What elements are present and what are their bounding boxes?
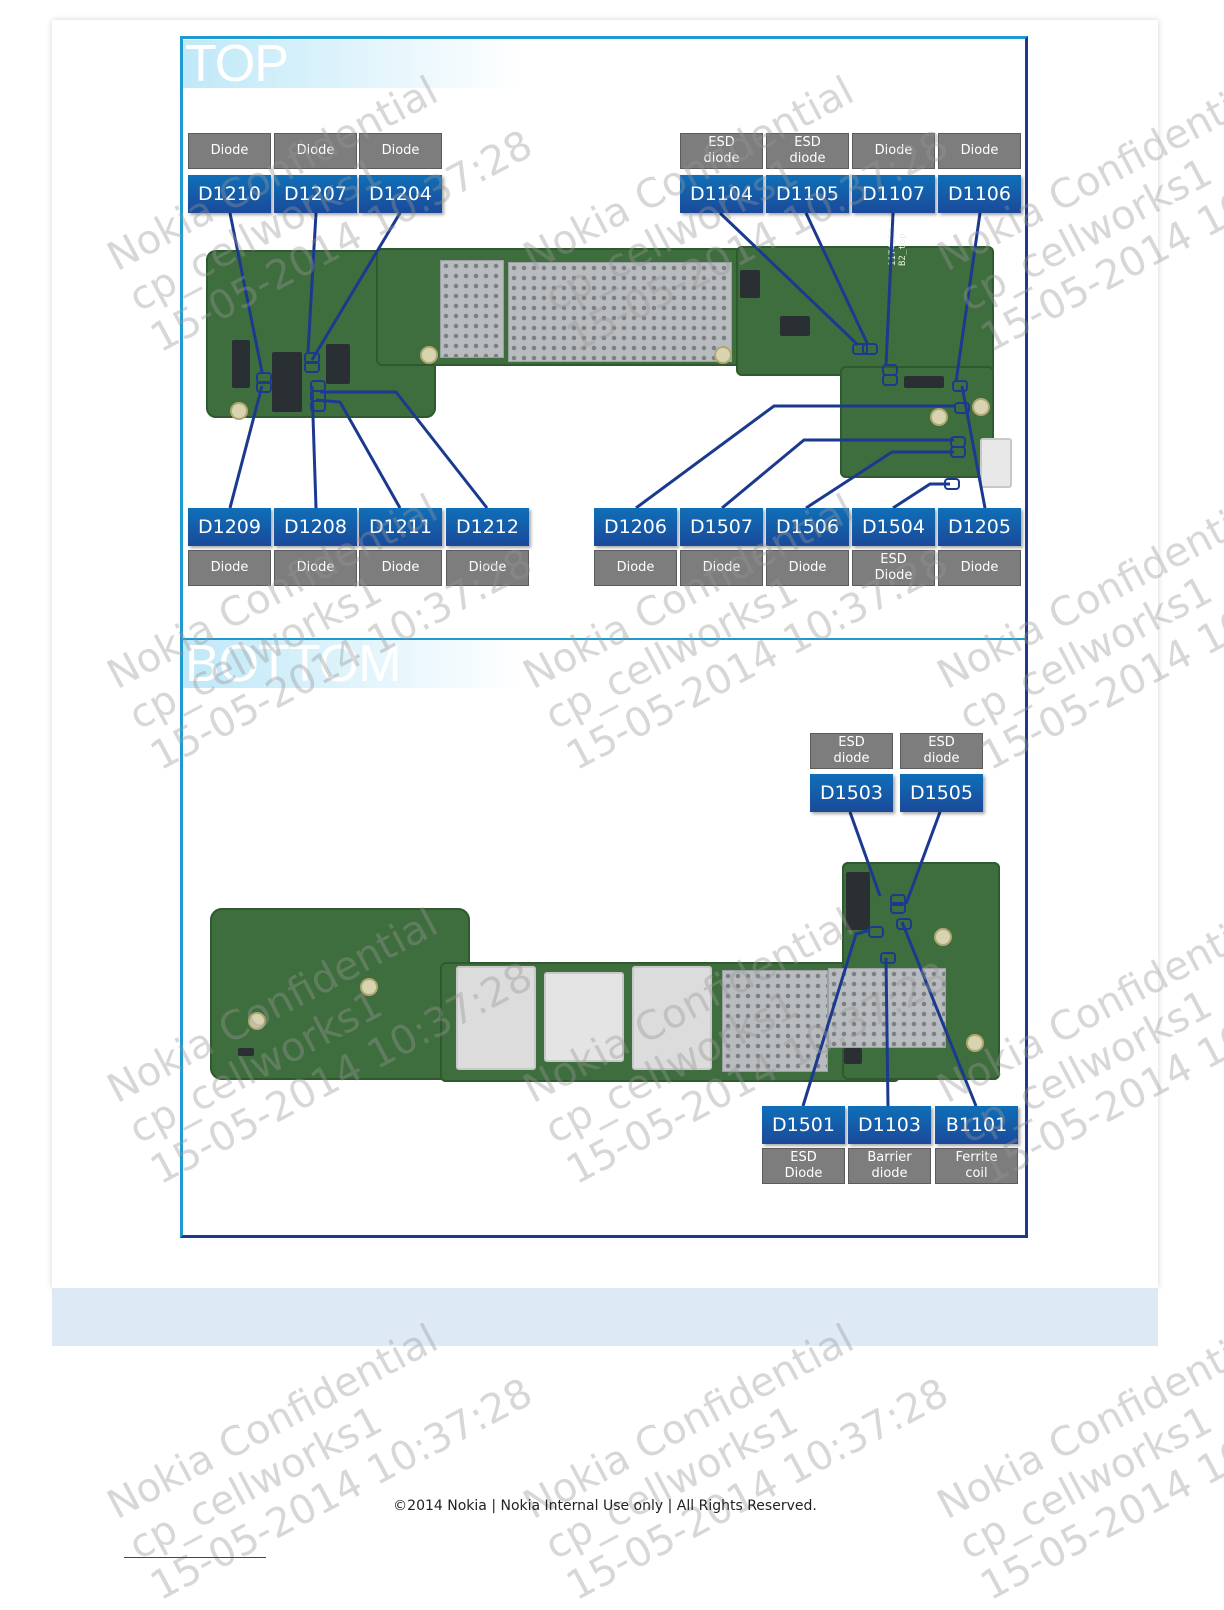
component-ref: D1507 <box>680 508 763 546</box>
type-label: Diode <box>359 133 442 169</box>
page-bottom-band <box>52 1288 1158 1346</box>
component-ref: D1204 <box>359 175 442 213</box>
component-ref: D1206 <box>594 508 677 546</box>
component-ref: D1211 <box>359 508 442 546</box>
type-label: Diode <box>359 550 442 586</box>
component-ref: D1212 <box>446 508 529 546</box>
component-ref: D1503 <box>810 774 893 812</box>
component-ref: D1104 <box>680 175 763 213</box>
type-label: Diode <box>188 133 271 169</box>
section-divider <box>183 638 1025 640</box>
bottom-section-title: BOTTOM <box>183 638 523 690</box>
component-ref: D1207 <box>274 175 357 213</box>
component-ref: D1209 <box>188 508 271 546</box>
type-label: Diode <box>274 133 357 169</box>
type-label: ESD Diode <box>852 550 935 586</box>
type-label: ESD diode <box>900 733 983 769</box>
component-ref: D1210 <box>188 175 271 213</box>
component-ref: D1105 <box>766 175 849 213</box>
type-label: ESD diode <box>810 733 893 769</box>
component-ref: D1205 <box>938 508 1021 546</box>
type-label: ESD diode <box>680 133 763 169</box>
type-label: ESD Diode <box>762 1148 845 1184</box>
component-ref: D1208 <box>274 508 357 546</box>
type-label: Diode <box>188 550 271 586</box>
component-ref: D1107 <box>852 175 935 213</box>
type-label: Diode <box>766 550 849 586</box>
footer-rule <box>124 1557 266 1558</box>
component-ref: D1506 <box>766 508 849 546</box>
type-label: Ferrite coil <box>935 1148 1018 1184</box>
type-label: Diode <box>938 133 1021 169</box>
component-ref: D1505 <box>900 774 983 812</box>
diagram-frame <box>180 36 1028 1238</box>
top-section-title: TOP <box>183 38 523 90</box>
type-label: Barrier diode <box>848 1148 931 1184</box>
component-ref: D1504 <box>852 508 935 546</box>
board-marking: 1174058-00 B2_top <box>888 211 908 266</box>
type-label: Diode <box>680 550 763 586</box>
type-label: Diode <box>938 550 1021 586</box>
component-ref: D1103 <box>848 1106 931 1144</box>
type-label: ESD diode <box>766 133 849 169</box>
type-label: Diode <box>446 550 529 586</box>
component-ref: B1101 <box>935 1106 1018 1144</box>
type-label: Diode <box>274 550 357 586</box>
footer-copyright: ©2014 Nokia | Nokia Internal Use only | … <box>393 1498 817 1514</box>
type-label: Diode <box>852 133 935 169</box>
component-ref: D1106 <box>938 175 1021 213</box>
type-label: Diode <box>594 550 677 586</box>
component-ref: D1501 <box>762 1106 845 1144</box>
